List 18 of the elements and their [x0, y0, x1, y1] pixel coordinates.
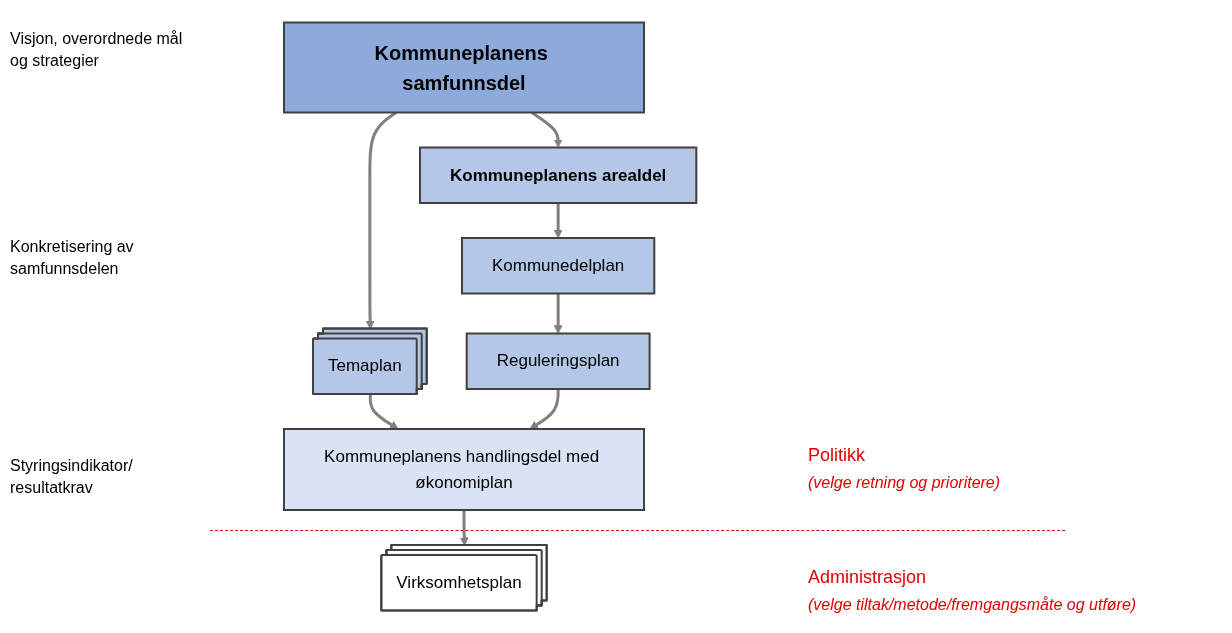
arrow: [530, 111, 563, 148]
side-label: Konkretisering av samfunnsdelen: [10, 237, 135, 280]
arrow: [368, 394, 399, 430]
node-box: Kommuneplanens handlingsdel med økonomiplan: [282, 428, 645, 511]
section-note: (velge retning og prioritere): [808, 473, 1001, 493]
arrow: [529, 389, 560, 430]
side-label: Styringsindikator/ resultatkrav: [10, 456, 134, 499]
arrow: [459, 510, 469, 546]
arrow: [553, 203, 563, 239]
arrow: [553, 293, 563, 334]
node-box: Reguleringsplan: [465, 332, 651, 390]
side-label: Visjon, overordnede mål og strategier: [10, 29, 184, 72]
node-box: Kommuneplanens arealdel: [418, 146, 698, 204]
section-heading: Administrasjon: [808, 566, 927, 589]
node-box: Kommuneplanens samfunnsdel: [282, 21, 645, 114]
node-box: Kommunedelplan: [460, 237, 656, 295]
section-note: (velge tiltak/metode/fremgangsmåte og utføre): [808, 595, 1137, 615]
section-heading: Politikk: [808, 444, 865, 467]
